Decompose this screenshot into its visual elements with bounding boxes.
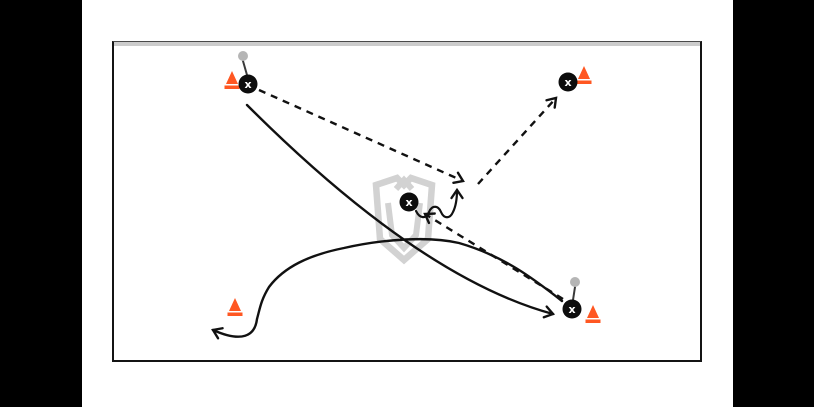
cone-bottom-right: [585, 305, 601, 323]
dribble-squiggle-arrow: [414, 187, 464, 219]
flag-pole-top-left: [238, 51, 248, 76]
cone-base: [585, 319, 601, 323]
cone-triangle: [226, 71, 238, 84]
flag-pole-line: [572, 286, 576, 301]
player-marker-bottom-right: x: [562, 299, 582, 319]
cone-base: [576, 80, 592, 84]
player-circle: [238, 74, 258, 94]
pass-arrow-center-to-top-right: [477, 96, 558, 185]
player-marker-top-left: x: [238, 74, 258, 94]
player-circle: [558, 72, 578, 92]
drill-diagram-svg: x x x x: [211, 51, 601, 340]
pillarbox-right: [733, 0, 814, 407]
run-arrow-top-left-to-bottom-right: [245, 103, 556, 319]
player-circle: [399, 192, 419, 212]
cone-triangle: [578, 66, 590, 79]
run-arrow-bottom-right-to-bottom-left: [211, 237, 564, 340]
pass-arrow-top-left-to-center: [258, 88, 465, 184]
cone-top-left: [224, 71, 240, 89]
flag-ball: [570, 277, 580, 287]
crest-outer-outline: [372, 174, 436, 265]
player-label: x: [568, 303, 575, 316]
crest-top-chevron: [393, 175, 415, 191]
player-circle: [562, 299, 582, 319]
cone-top-right: [576, 66, 592, 84]
cone-base: [227, 312, 243, 316]
player-label: x: [244, 78, 251, 91]
cone-triangle: [587, 305, 599, 318]
cone-base: [224, 85, 240, 89]
player-label: x: [564, 76, 571, 89]
watermark-crest: [372, 174, 436, 265]
flag-ball: [238, 51, 248, 61]
pillarbox-left: [0, 0, 82, 407]
crest-inner-outline: [385, 202, 423, 253]
player-marker-center: x: [399, 192, 419, 212]
pass-arrow-bottom-right-to-center: [423, 212, 564, 301]
player-label: x: [405, 196, 412, 209]
field-top-highlight: [114, 42, 700, 46]
cone-triangle: [229, 298, 241, 311]
cone-bottom-left: [227, 298, 243, 316]
flag-pole-line: [242, 60, 248, 76]
flag-pole-bottom-right: [570, 277, 580, 301]
drill-field: x x x x: [112, 41, 702, 362]
drill-canvas: x x x x: [82, 0, 733, 407]
player-marker-top-right: x: [558, 72, 578, 92]
